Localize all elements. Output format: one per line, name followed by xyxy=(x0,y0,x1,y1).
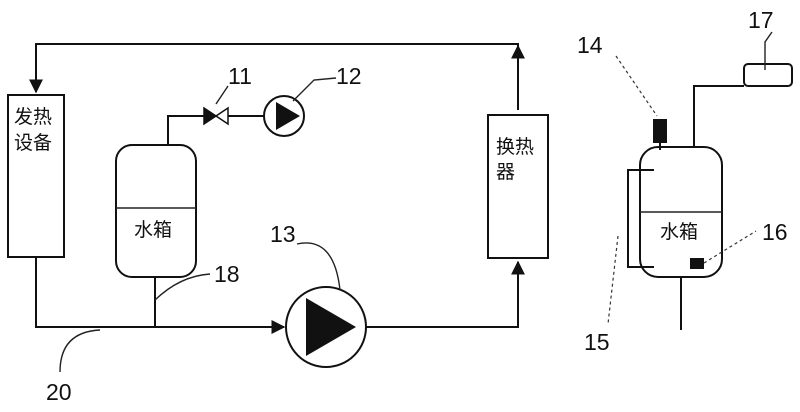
leader-20 xyxy=(59,329,101,373)
tank-label: 水箱 xyxy=(134,219,172,241)
callout-13: 13 xyxy=(270,221,296,247)
pump-outlet-pipe xyxy=(366,260,525,328)
leader-14 xyxy=(615,55,658,117)
heater-label-1: 发热 xyxy=(14,106,52,128)
level-probe-15 xyxy=(627,169,654,268)
leader-15 xyxy=(607,235,619,325)
main-pump-triangle xyxy=(306,298,356,356)
leader-17 xyxy=(764,31,773,70)
callout-14: 14 xyxy=(577,32,603,58)
leader-12 xyxy=(292,77,337,102)
heater-box xyxy=(7,94,65,258)
exchanger-label-2: 器 xyxy=(496,161,515,183)
small-pump-triangle xyxy=(276,102,300,130)
leader-16 xyxy=(703,230,757,264)
callout-18: 18 xyxy=(214,261,240,287)
valve-left-icon xyxy=(203,106,218,126)
leader-11 xyxy=(215,85,229,105)
callout-17: 17 xyxy=(748,7,774,33)
valve-right-icon xyxy=(214,106,229,126)
component-17-box xyxy=(743,63,793,87)
heat-exchanger-box xyxy=(487,114,549,259)
tank-top-pipe xyxy=(167,115,204,145)
callout-12: 12 xyxy=(336,63,362,89)
heater-outlet-pipe xyxy=(35,257,286,334)
callout-15: 15 xyxy=(584,329,610,355)
callout-20: 20 xyxy=(46,379,72,405)
sensor-14-icon xyxy=(653,119,667,143)
detail-top-pipe xyxy=(693,85,744,147)
callout-16: 16 xyxy=(762,219,788,245)
sensor-16-icon xyxy=(690,258,704,269)
callout-11: 11 xyxy=(228,63,252,89)
detail-tank-label: 水箱 xyxy=(660,221,698,243)
heater-label-2: 设备 xyxy=(14,132,52,154)
leader-18 xyxy=(154,273,211,301)
exchanger-label-1: 换热 xyxy=(496,136,534,158)
top-return-pipe xyxy=(35,43,519,90)
water-tank xyxy=(115,144,197,278)
leader-13 xyxy=(296,242,341,291)
